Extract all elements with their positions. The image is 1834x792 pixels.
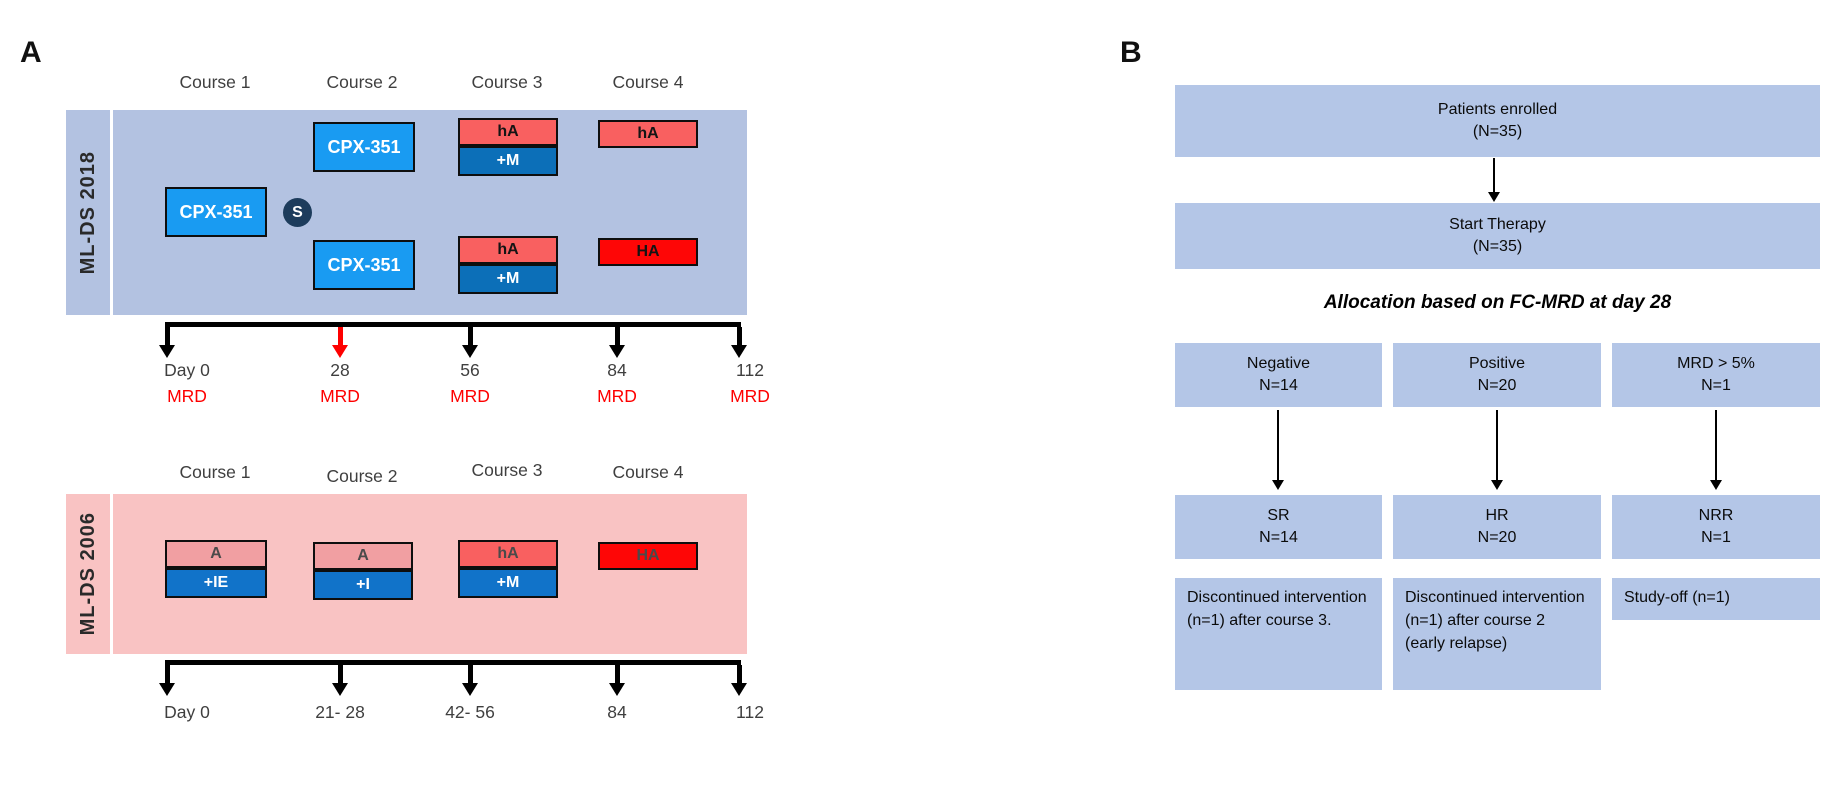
drug-box-a-course2: A <box>313 542 413 570</box>
flow-box-sr-outcome: Discontinued intervention (n=1) after co… <box>1175 578 1382 690</box>
mrd-over5-n: N=1 <box>1701 377 1731 394</box>
day-label-2006-42-56: 42- 56 <box>445 702 495 722</box>
flow-box-start-therapy: Start Therapy (N=35) <box>1175 203 1820 269</box>
flow-box-mrd-negative: Negative N=14 <box>1175 343 1382 407</box>
drug-box-ha-course3: hA <box>458 540 558 568</box>
sr-arm-n: N=14 <box>1259 529 1298 546</box>
day-label-2018-84: 84 <box>607 360 627 380</box>
course-header-2006-4: Course 4 <box>612 462 684 482</box>
timeline-2006-tick-day0 <box>159 665 175 696</box>
flow-box-hr-outcome: Discontinued intervention (n=1) after co… <box>1393 578 1601 690</box>
flow-box-patients-enrolled: Patients enrolled (N=35) <box>1175 85 1820 157</box>
timeline-2006-tick-day112 <box>731 665 747 696</box>
drug-box-HA-course4-lower: HA <box>598 238 698 266</box>
timeline-2018-tick-day112 <box>731 327 747 358</box>
timeline-2018-bar <box>165 322 741 327</box>
timeline-2006-tick-day21-28 <box>332 665 348 696</box>
timeline-2018-tick-day84 <box>609 327 625 358</box>
timeline-2006-tick-day84 <box>609 665 625 696</box>
flow-box-nrr-outcome: Study-off (n=1) <box>1612 578 1820 620</box>
flow-box-mrd-positive: Positive N=20 <box>1393 343 1601 407</box>
timeline-2006-tick-day42-56 <box>462 665 478 696</box>
day-label-2006-0: Day 0 <box>164 702 210 722</box>
mrd-label-5: MRD <box>730 386 770 406</box>
day-label-2006-112: 112 <box>736 702 764 722</box>
timeline-2018-tick-day28-red <box>332 327 348 358</box>
flow-box-mrd-over5: MRD > 5% N=1 <box>1612 343 1820 407</box>
flow-box-nrr-arm: NRR N=1 <box>1612 495 1820 559</box>
flow-box-hr-arm: HR N=20 <box>1393 495 1601 559</box>
hr-arm-n: N=20 <box>1477 529 1517 546</box>
drug-box-HA-course4: HA <box>598 542 698 570</box>
timeline-2006-bar <box>165 660 741 665</box>
drug-box-m-course3: +M <box>458 568 558 598</box>
panel-a-label: A <box>20 36 42 69</box>
timeline-2018-tick-day56 <box>462 327 478 358</box>
sr-arm-text: SR <box>1267 507 1290 524</box>
hr-arm-text: HR <box>1485 507 1509 524</box>
nrr-arm-n: N=1 <box>1701 529 1731 546</box>
mrd-negative-text: Negative <box>1246 355 1311 372</box>
protocol-2006-sidebar: ML-DS 2006 <box>66 494 110 654</box>
flow-box-sr-arm: SR N=14 <box>1175 495 1382 559</box>
drug-box-m-course3-lower: +M <box>458 264 558 294</box>
course-header-2006-3: Course 3 <box>471 460 543 480</box>
mrd-negative-n: N=14 <box>1259 377 1298 394</box>
mrd-positive-text: Positive <box>1468 355 1526 372</box>
day-label-2018-28: 28 <box>330 360 350 380</box>
day-label-2018-0: Day 0 <box>164 360 210 380</box>
drug-box-ie-course1: +IE <box>165 568 267 598</box>
protocol-2018-sidebar: ML-DS 2018 <box>66 110 110 315</box>
drug-box-cpx351-course1: CPX-351 <box>165 187 267 237</box>
start-therapy-text: Start Therapy <box>1449 216 1546 233</box>
drug-box-cpx351-course2-lower: CPX-351 <box>313 240 415 290</box>
flow-arrow-enrolled-to-start <box>1488 158 1500 202</box>
mrd-label-1: MRD <box>167 386 207 406</box>
patients-enrolled-n: (N=35) <box>1472 123 1523 140</box>
timeline-2018-tick-day0 <box>159 327 175 358</box>
patients-enrolled-text: Patients enrolled <box>1437 101 1558 118</box>
protocol-2006-name: ML-DS 2006 <box>76 512 99 636</box>
mrd-over5-text: MRD > 5% <box>1677 355 1755 372</box>
drug-box-ha-course4-upper: hA <box>598 120 698 148</box>
drug-box-ha-course3-lower: hA <box>458 236 558 264</box>
day-label-2018-56: 56 <box>460 360 480 380</box>
sct-badge: S <box>283 198 312 227</box>
day-label-2006-84: 84 <box>607 702 627 722</box>
flow-arrow-mrd5-to-nrr <box>1710 410 1722 490</box>
course-header-2018-1: Course 1 <box>179 72 251 92</box>
course-header-2018-2: Course 2 <box>326 72 398 92</box>
course-header-2018-3: Course 3 <box>471 72 543 92</box>
allocation-note: Allocation based on FC-MRD at day 28 <box>1323 292 1672 313</box>
drug-box-i-course2: +I <box>313 570 413 600</box>
panel-b-label: B <box>1120 36 1142 69</box>
drug-box-m-course3-upper: +M <box>458 146 558 176</box>
nrr-arm-text: NRR <box>1698 507 1734 524</box>
day-label-2006-21-28: 21- 28 <box>315 702 365 722</box>
course-header-2006-1: Course 1 <box>179 462 251 482</box>
drug-box-ha-course3-upper: hA <box>458 118 558 146</box>
flow-arrow-negative-to-sr <box>1272 410 1284 490</box>
course-header-2018-4: Course 4 <box>612 72 684 92</box>
start-therapy-n: (N=35) <box>1472 238 1523 255</box>
protocol-2018-name: ML-DS 2018 <box>76 150 99 275</box>
drug-box-cpx351-course2-upper: CPX-351 <box>313 122 415 172</box>
mrd-label-4: MRD <box>597 386 637 406</box>
course-header-2006-2: Course 2 <box>326 466 398 486</box>
mrd-positive-n: N=20 <box>1477 377 1517 394</box>
mrd-label-2: MRD <box>320 386 360 406</box>
drug-box-a-course1: A <box>165 540 267 568</box>
flow-arrow-positive-to-hr <box>1491 410 1503 490</box>
day-label-2018-112: 112 <box>736 360 764 380</box>
mrd-label-3: MRD <box>450 386 490 406</box>
